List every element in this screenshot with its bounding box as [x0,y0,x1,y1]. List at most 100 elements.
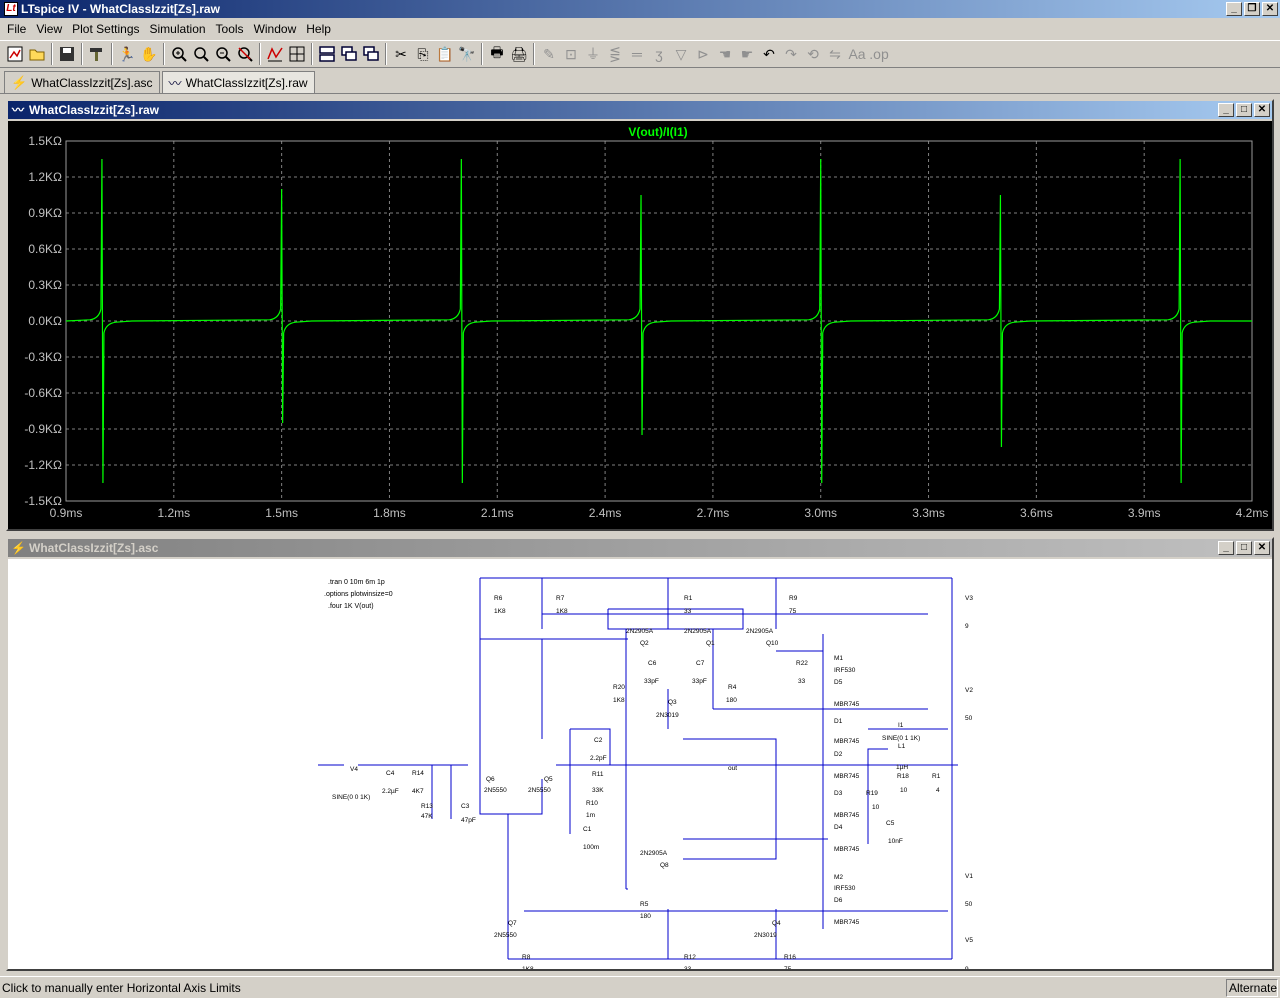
component-label[interactable]: R1 [932,773,941,780]
x-tick-label[interactable]: 1.2ms [157,506,190,520]
component-label[interactable]: 2N3019 [754,932,777,939]
component-label[interactable]: 33pF [692,678,707,685]
component-label[interactable]: R18 [897,773,909,780]
y-tick-label[interactable]: 0.0KΩ [28,314,62,328]
move-hand-icon[interactable]: ☚ [718,45,732,62]
x-tick-label[interactable]: 0.9ms [50,506,83,520]
component-label[interactable]: D1 [834,718,843,725]
component-label[interactable]: MBR745 [834,846,860,853]
component-label[interactable]: R20 [613,684,625,691]
open-folder-icon[interactable] [26,43,48,65]
component-label[interactable]: 1K8 [556,608,568,615]
spice-directive-icon[interactable]: .op [869,46,889,62]
component-label[interactable]: IRF530 [834,667,856,674]
component-label[interactable]: D5 [834,679,843,686]
component-label[interactable]: out [728,765,737,772]
component-label[interactable]: R1 [684,595,693,602]
autorange-icon[interactable] [264,43,286,65]
directive-options[interactable]: .options plotwinsize=0 [324,591,393,598]
tile-horizontal-icon[interactable] [316,43,338,65]
component-label[interactable]: 75 [784,966,792,969]
x-tick-label[interactable]: 2.1ms [481,506,514,520]
x-tick-label[interactable]: 1.8ms [373,506,406,520]
y-tick-label[interactable]: 0.3KΩ [28,278,62,292]
component-label[interactable]: 2N2905A [746,628,774,635]
component-label[interactable]: 1K8 [613,697,625,704]
component-label[interactable]: R7 [556,595,565,602]
wire-icon[interactable]: ✎ [543,45,555,62]
minimize-button[interactable]: _ [1226,2,1242,16]
y-tick-label[interactable]: -0.9KΩ [24,422,62,436]
component-label[interactable]: 33K [592,787,604,794]
trace-line[interactable] [65,158,1252,484]
new-schematic-icon[interactable] [4,43,26,65]
close-all-icon[interactable] [360,43,382,65]
component-label[interactable]: 10nF [888,838,903,845]
component-label[interactable]: R16 [784,954,796,961]
component-label[interactable]: Q8 [660,862,669,869]
plot-minimize-button[interactable]: _ [1218,103,1234,117]
component-label[interactable]: 2N3019 [656,712,679,719]
menu-simulation[interactable]: Simulation [149,21,206,36]
zoom-in-icon[interactable] [168,43,190,65]
component-label[interactable]: 2N5550 [528,787,551,794]
print-preview-icon[interactable]: 🖶 [490,44,504,60]
component-label[interactable]: 1m [586,812,595,819]
restore-button[interactable]: ❐ [1244,2,1260,16]
mirror-icon[interactable]: ⇋ [829,45,841,62]
tab-waveform[interactable]: 〰 WhatClassIzzit[Zs].raw [161,71,315,93]
trace-label[interactable]: V(out)/I(I1) [628,125,687,139]
copy-icon[interactable]: ⎘ [417,45,429,62]
inductor-icon[interactable]: ʒ [655,46,663,62]
label-net-icon[interactable]: ⊡ [565,45,577,62]
resistor-icon[interactable]: ⋚ [609,45,621,62]
menu-view[interactable]: View [36,21,63,36]
component-label[interactable]: 50 [965,715,973,722]
x-tick-label[interactable]: 1.5ms [265,506,298,520]
component-label[interactable]: C7 [696,660,705,667]
menu-help[interactable]: Help [306,21,331,36]
component-label[interactable]: 33 [684,966,692,969]
component-label[interactable]: C4 [386,770,395,777]
component-label[interactable]: Q6 [486,776,495,783]
halt-hand-icon[interactable]: ✋ [140,45,158,62]
component-label[interactable]: SINE(0 0 1K) [332,794,370,801]
component-label[interactable]: D2 [834,751,843,758]
component-label[interactable]: R11 [592,771,604,778]
component-label[interactable]: 1K8 [494,608,506,615]
menu-file[interactable]: File [7,21,27,36]
component-label[interactable]: 4 [936,787,940,794]
menu-tools[interactable]: Tools [215,21,244,36]
print-icon[interactable]: 🖨 [510,45,528,62]
y-tick-label[interactable]: 1.2KΩ [28,170,62,184]
component-label[interactable]: R19 [866,790,878,797]
component-label[interactable]: 2N2905A [684,628,712,635]
component-label[interactable]: V1 [965,873,973,880]
zoom-pan-icon[interactable] [190,43,212,65]
component-label[interactable]: D4 [834,824,843,831]
schematic-close-button[interactable]: ✕ [1254,541,1270,555]
component-label[interactable]: MBR745 [834,773,860,780]
component-label[interactable]: Q2 [640,640,649,647]
component-icon[interactable]: ⊳ [697,45,709,62]
component-label[interactable]: R22 [796,660,808,667]
component-label[interactable]: R12 [684,954,696,961]
component-label[interactable]: C2 [594,737,603,744]
x-tick-label[interactable]: 4.2ms [1236,506,1269,520]
directive-four[interactable]: .four 1K V(out) [328,603,374,610]
tab-schematic[interactable]: ⚡ WhatClassIzzit[Zs].asc [4,71,160,93]
component-label[interactable]: Q10 [766,640,779,647]
component-label[interactable]: SINE(0 1 1K) [882,735,920,742]
component-label[interactable]: MBR745 [834,919,860,926]
component-label[interactable]: 2.2pF [590,755,607,762]
menu-window[interactable]: Window [253,21,297,36]
zoom-fit-icon[interactable] [234,43,256,65]
undo-icon[interactable]: ↶ [763,45,775,62]
component-label[interactable]: D3 [834,790,843,797]
plot-maximize-button[interactable]: □ [1236,103,1252,117]
component-label[interactable]: R10 [586,800,598,807]
component-label[interactable]: 10 [872,804,880,811]
component-label[interactable]: R6 [494,595,503,602]
component-label[interactable]: Q5 [544,776,553,783]
